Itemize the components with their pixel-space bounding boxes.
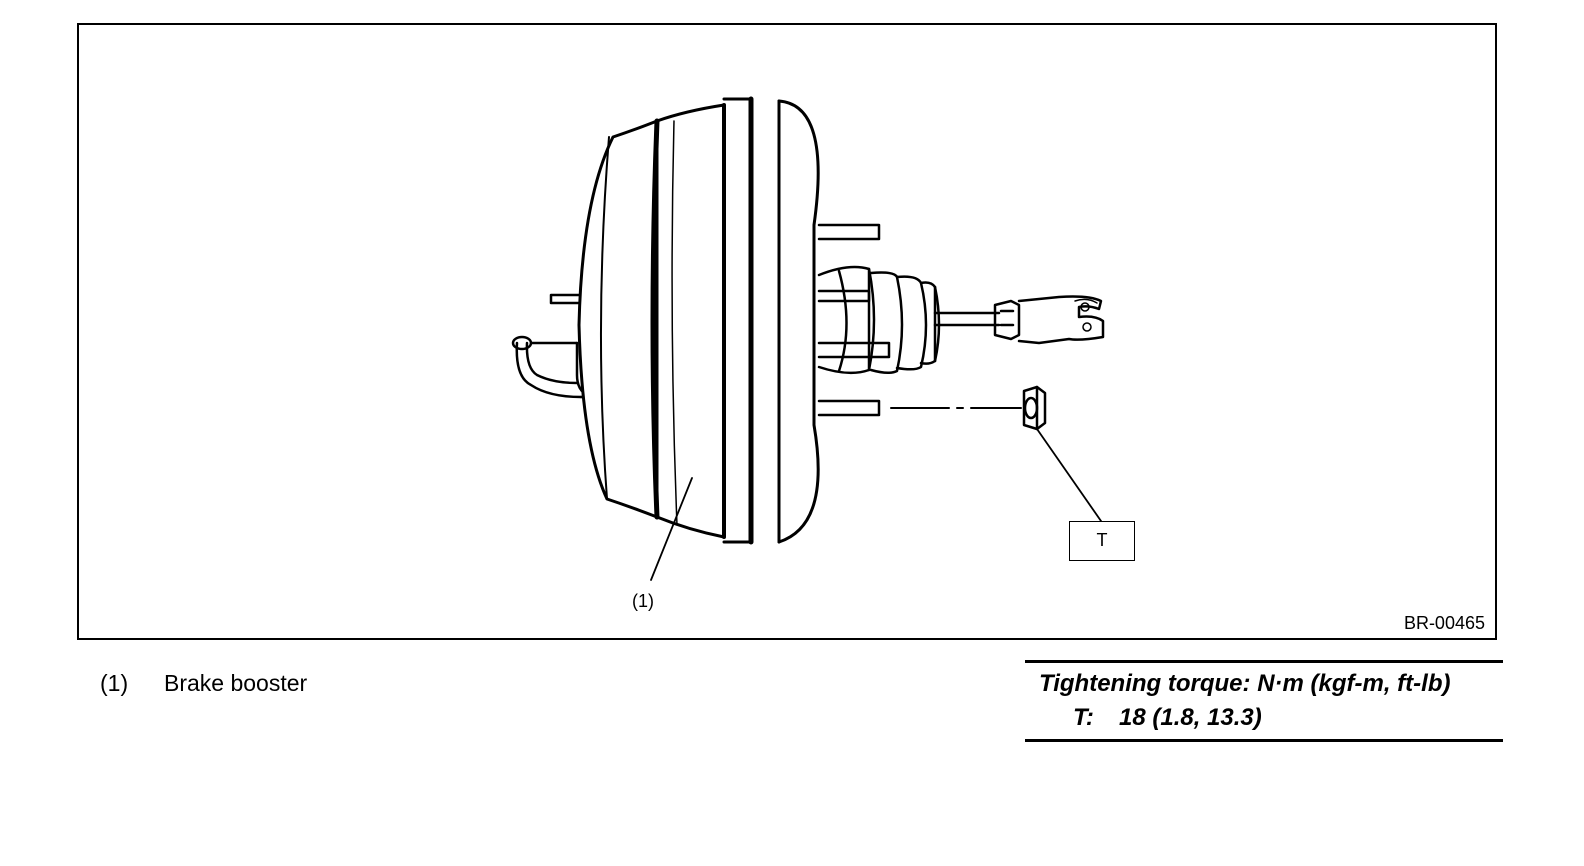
torque-key: T: — [1073, 704, 1094, 731]
torque-row: T: 18 (1.8, 13.3) — [1025, 698, 1503, 739]
parts-legend: (1) Brake booster — [100, 670, 307, 697]
torque-value: 18 (1.8, 13.3) — [1119, 704, 1262, 731]
callout-label-1: (1) — [632, 591, 654, 611]
figure-frame: (1) T BR-00465 — [77, 23, 1497, 640]
leader-line-1 — [650, 477, 693, 581]
torque-callout-box: T — [1069, 521, 1135, 561]
leader-line-t — [1036, 428, 1102, 522]
torque-bottom-rule — [1025, 739, 1503, 742]
legend-number: (1) — [100, 670, 129, 696]
brake-booster-drawing — [511, 96, 1105, 581]
figure-id-code: BR-00465 — [1403, 613, 1485, 633]
legend-part-name: Brake booster — [164, 670, 308, 696]
push-rod-clevis — [933, 295, 1105, 345]
nut-icon — [1022, 385, 1047, 431]
booster-shell — [577, 96, 820, 545]
torque-specification: Tightening torque: N·m (kgf-m, ft-lb) T:… — [1025, 660, 1503, 742]
torque-top-rule — [1025, 660, 1503, 663]
mounting-studs — [817, 223, 891, 417]
torque-title: Tightening torque: N·m (kgf-m, ft-lb) — [1039, 670, 1451, 697]
